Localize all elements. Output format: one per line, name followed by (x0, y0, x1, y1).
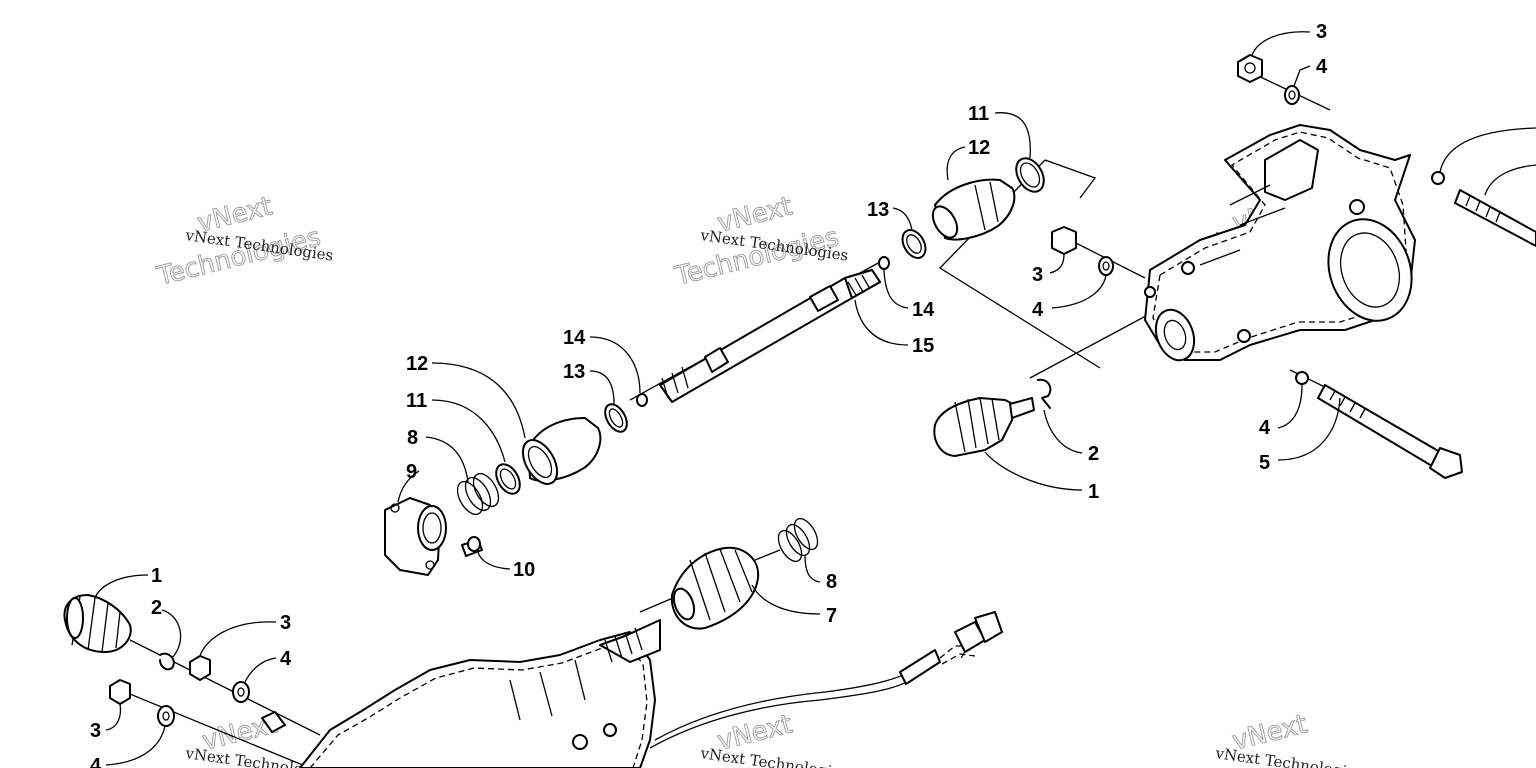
leader-line (1484, 164, 1536, 196)
callout-label: 4 (1259, 417, 1271, 439)
callout-label: 4 (280, 648, 292, 670)
leader-line (94, 574, 149, 599)
leader-line (984, 451, 1083, 491)
callout-label: 12 (968, 137, 990, 159)
watermark-text: vNext Technologies (698, 744, 849, 768)
callout-label: 8 (826, 571, 837, 593)
watermark-group-left: vNext Technologies vNext Technologies (153, 191, 334, 293)
rear-small-boot (933, 378, 1052, 457)
leader-line (804, 554, 821, 583)
leader-line (1251, 31, 1311, 56)
front-small-boot (63, 594, 175, 671)
front-centerline (124, 691, 311, 768)
lower-centerline (754, 549, 781, 561)
upper-boot-kit (878, 157, 1045, 270)
callout-label: 8 (407, 427, 418, 449)
leader-line (946, 146, 966, 181)
callout-label: 7 (826, 605, 837, 627)
leader-line (892, 207, 913, 231)
callout-label: 2 (151, 597, 162, 619)
callout-label: 12 (406, 353, 428, 375)
lower-spring (777, 517, 819, 563)
leader-line (589, 336, 641, 394)
leader-line (1277, 384, 1303, 429)
leader-line (161, 609, 182, 659)
callout-label: 3 (1032, 264, 1043, 286)
callout-label: 3 (1316, 21, 1327, 43)
callout-label: 15 (912, 335, 934, 357)
top-nut-and-washer (1237, 54, 1300, 105)
callout-label: 10 (513, 559, 535, 581)
sensor-cable (649, 611, 1003, 749)
callout-label: 13 (867, 199, 889, 221)
front-nuts-and-washers (109, 655, 250, 727)
leader-line (1293, 65, 1311, 87)
callout-label: 2 (1088, 443, 1099, 465)
leader-line (883, 269, 909, 309)
leader-line (431, 362, 526, 439)
front-gearcase (261, 619, 661, 768)
leader-line (1049, 253, 1065, 274)
leader-line (425, 436, 469, 483)
callout-label: 14 (563, 327, 586, 349)
leader-line (397, 470, 420, 503)
leader-line (751, 584, 821, 615)
callout-label: 1 (151, 565, 162, 587)
callout-label: 4 (90, 755, 102, 768)
rear-gearcase-housing (1144, 124, 1416, 362)
leader-line (431, 399, 506, 463)
callout-label: 1 (1088, 481, 1099, 503)
callout-label: 4 (1032, 299, 1044, 321)
lower-boot (670, 546, 760, 630)
axle-shaft (659, 269, 881, 403)
watermark-group-center: vNext Technologies vNext Technologies (671, 191, 849, 293)
leader-line (1043, 409, 1083, 454)
leader-line (854, 299, 909, 346)
callout-label: 14 (912, 299, 935, 321)
rear-bolt (1295, 371, 1463, 479)
callout-label: 13 (563, 361, 585, 383)
callout-label: 5 (1259, 452, 1270, 474)
leader-line (199, 621, 277, 657)
mid-spring (456, 472, 500, 516)
leader-line (589, 370, 615, 405)
callout-label: 9 (406, 461, 417, 483)
callout-label: 3 (90, 720, 101, 742)
rear-long-stud (1431, 171, 1536, 247)
callout-label: 4 (1316, 56, 1328, 78)
callout-label: 3 (280, 612, 291, 634)
leader-line (244, 657, 277, 683)
mid-boot-kit (495, 393, 648, 495)
leader-line (1051, 274, 1107, 309)
leader-line (994, 112, 1031, 159)
callout-label: 11 (968, 103, 989, 125)
kit-frame (1044, 159, 1097, 199)
leader-line (477, 551, 511, 570)
callout-label: 11 (406, 390, 427, 412)
leader-line (1439, 127, 1536, 173)
watermark-text: vNext Technologies (1213, 744, 1364, 768)
flange-screw (461, 536, 483, 557)
leader-line (1277, 397, 1341, 461)
mid-nut-and-washer (1051, 226, 1114, 276)
leader-line (105, 725, 166, 766)
leader-line (105, 703, 122, 731)
flange-cover (384, 497, 447, 576)
